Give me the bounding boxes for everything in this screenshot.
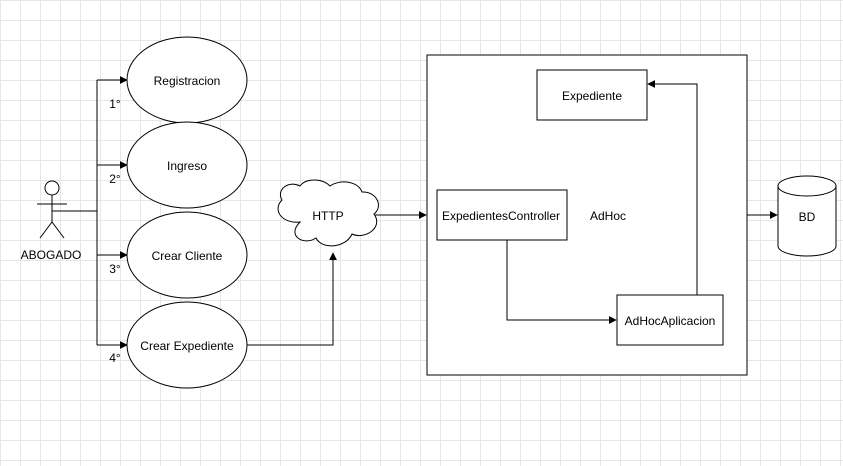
order-label-3: 3°	[109, 262, 121, 276]
connector-expediente-http	[247, 252, 337, 346]
actor-connectors	[52, 76, 128, 349]
order-label-4: 4°	[109, 351, 121, 365]
usecase-crear-cliente-label: Crear Cliente	[152, 249, 223, 263]
connector-controller-aplicacion	[506, 240, 617, 324]
expedientes-controller-box[interactable]	[436, 189, 568, 241]
http-cloud[interactable]	[277, 179, 379, 247]
connector-aplicacion-expediente	[647, 80, 698, 295]
actor-label: ABOGADO	[21, 248, 82, 262]
database-label: BD	[799, 210, 816, 224]
usecase-ingreso[interactable]	[126, 121, 248, 209]
usecase-ingreso-label: Ingreso	[167, 159, 207, 173]
database-cylinder[interactable]	[777, 175, 837, 257]
usecase-crear-expediente-label: Crear Expediente	[140, 339, 234, 353]
expediente-label: Expediente	[562, 89, 622, 103]
order-label-1: 1°	[109, 97, 121, 111]
expediente-box[interactable]	[536, 69, 648, 121]
adhoc-label: AdHoc	[590, 209, 626, 223]
usecase-crear-cliente[interactable]	[126, 211, 248, 299]
adhoc-aplicacion-box[interactable]	[616, 294, 724, 346]
actor-abogado[interactable]	[37, 180, 67, 239]
adhoc-aplicacion-label: AdHocAplicacion	[625, 314, 716, 328]
usecase-registracion-label: Registracion	[154, 74, 221, 88]
expedientes-controller-label: ExpedientesController	[442, 209, 560, 223]
http-label: HTTP	[312, 209, 343, 223]
order-label-2: 2°	[109, 172, 121, 186]
